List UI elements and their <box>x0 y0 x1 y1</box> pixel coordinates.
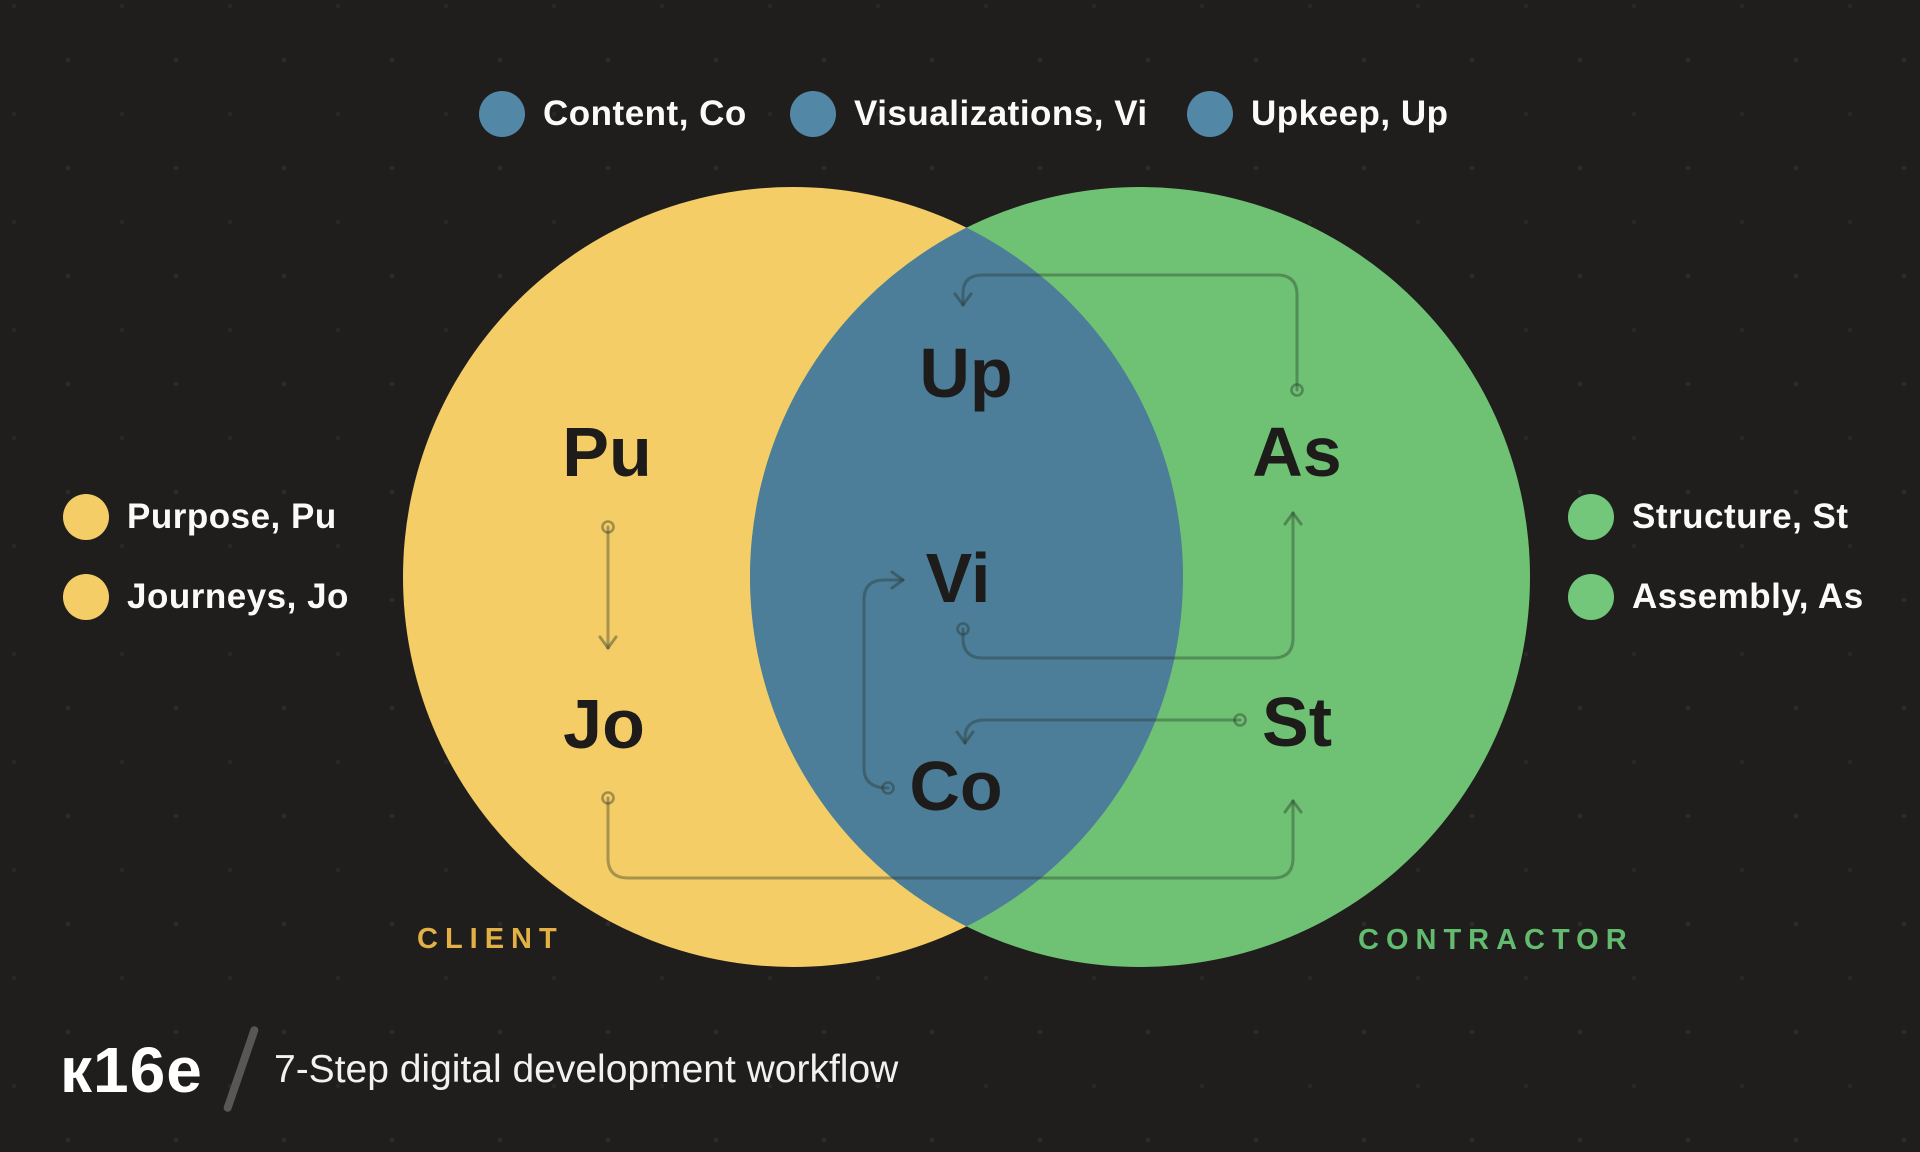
legend-item-visualizations: Visualizations, Vi <box>790 91 1148 137</box>
brand-logo: к16e <box>60 1034 203 1106</box>
arrow-vi-to-as <box>956 511 1303 660</box>
yellow-dot-icon <box>63 574 109 620</box>
node-pu: Pu <box>562 413 651 491</box>
node-co: Co <box>909 747 1002 825</box>
node-jo: Jo <box>563 685 645 763</box>
client-caption: CLIENT <box>417 923 564 955</box>
legend-label: Structure, St <box>1632 497 1849 536</box>
blue-dot-icon <box>790 91 836 137</box>
node-vi: Vi <box>926 539 991 617</box>
node-up: Up <box>919 334 1012 412</box>
legend-item-purpose: Purpose, Pu <box>63 494 337 540</box>
yellow-dot-icon <box>63 494 109 540</box>
legend-label: Purpose, Pu <box>127 497 337 536</box>
arrow-st-to-co <box>955 713 1247 745</box>
arrow-jo-to-st <box>601 791 1303 880</box>
legend-item-structure: Structure, St <box>1568 494 1849 540</box>
legend-item-journeys: Journeys, Jo <box>63 574 349 620</box>
legend-label: Upkeep, Up <box>1251 94 1449 133</box>
legend-label: Assembly, As <box>1632 577 1864 616</box>
arrow-as-to-up <box>953 273 1304 397</box>
page-title: 7-Step digital development workflow <box>274 1048 899 1091</box>
arrow-co-to-vi <box>862 570 905 795</box>
legend-label: Visualizations, Vi <box>854 94 1148 133</box>
legend-item-content: Content, Co <box>479 91 747 137</box>
legend-label: Journeys, Jo <box>127 577 349 616</box>
green-dot-icon <box>1568 574 1614 620</box>
node-st: St <box>1262 683 1332 761</box>
contractor-caption: CONTRACTOR <box>1358 924 1634 956</box>
legend-label: Content, Co <box>543 94 747 133</box>
legend-item-assembly: Assembly, As <box>1568 574 1864 620</box>
blue-dot-icon <box>1187 91 1233 137</box>
node-as: As <box>1252 413 1341 491</box>
green-dot-icon <box>1568 494 1614 540</box>
legend-item-upkeep: Upkeep, Up <box>1187 91 1449 137</box>
blue-dot-icon <box>479 91 525 137</box>
